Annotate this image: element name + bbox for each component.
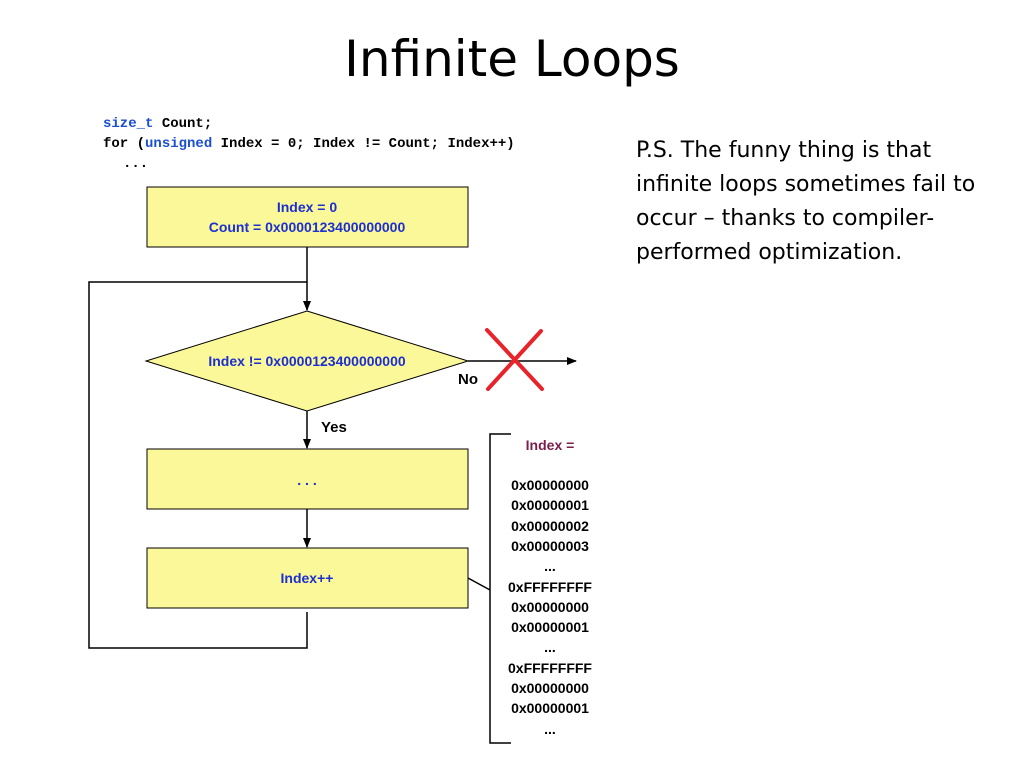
bracket-connector: [467, 577, 491, 591]
init-line-1: Index = 0: [277, 199, 338, 215]
increment-text: Index++: [281, 570, 334, 586]
index-value-item: 0x00000000: [511, 680, 589, 696]
init-line-2: Count = 0x0000123400000000: [209, 219, 406, 235]
code-type-keyword: size_t: [103, 116, 154, 132]
condition-text: Index != 0x0000123400000000: [208, 353, 406, 369]
slide-title: Infinite Loops: [344, 30, 680, 88]
index-value-item: 0xFFFFFFFF: [508, 578, 592, 595]
index-value-item: 0x00000001: [511, 700, 589, 717]
loop-body-text: . . .: [297, 472, 316, 488]
index-bracket: [489, 433, 511, 744]
side-note: P.S. The funny thing is that infinite lo…: [636, 138, 976, 265]
loop-body-box: [146, 448, 469, 510]
code-line-1-rest: Count;: [153, 116, 213, 132]
code-line-3: ...: [123, 156, 149, 172]
index-value-item: ...: [544, 720, 556, 737]
init-box: [146, 186, 469, 248]
index-value-item: ...: [544, 639, 556, 656]
code-for-keyword: for (: [103, 136, 146, 152]
index-value-item: 0x00000000: [511, 477, 589, 493]
index-value-item: 0x00000002: [511, 517, 589, 534]
index-list-header: Index =: [525, 437, 575, 453]
code-unsigned-keyword: unsigned: [145, 136, 213, 152]
yes-label: Yes: [321, 419, 347, 436]
code-line-2: for (unsigned Index = 0; Index != Count;…: [103, 136, 515, 152]
index-value-item: 0x00000003: [511, 537, 589, 554]
code-line-2-rest: Index = 0; Index != Count; Index++): [212, 136, 515, 152]
index-value-item: 0xFFFFFFFF: [508, 659, 592, 676]
no-label: No: [458, 371, 478, 388]
red-cross-icon: [485, 328, 544, 391]
index-value-item: 0x00000001: [511, 497, 589, 514]
index-value-item: ...: [544, 558, 556, 575]
code-line-1: size_t Count;: [103, 116, 212, 132]
index-value-item: 0x00000001: [511, 619, 589, 636]
increment-box: [146, 547, 469, 609]
loop-back-line: [88, 281, 308, 649]
index-value-item: 0x00000000: [511, 598, 589, 615]
